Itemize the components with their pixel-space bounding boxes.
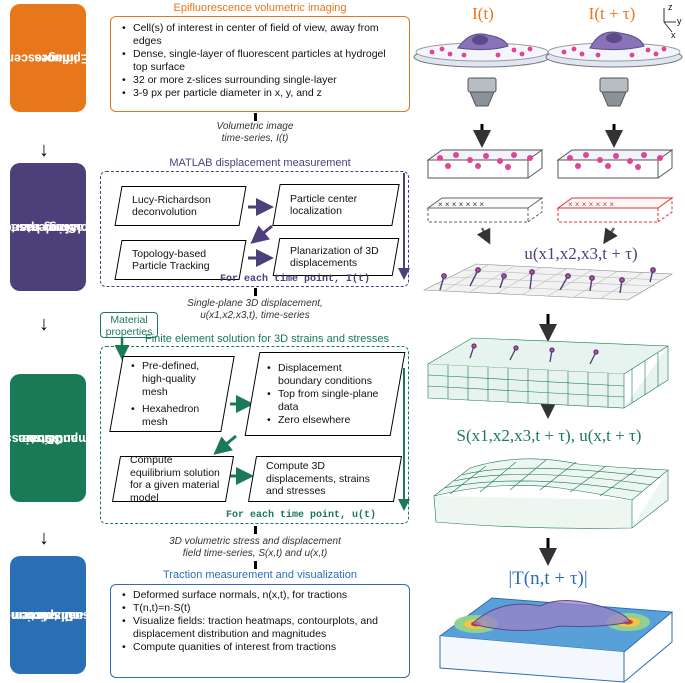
- traction-bullet: Compute quanities of interest from tract…: [121, 641, 403, 654]
- step-tracking: Topology-based Particle Tracking: [114, 240, 247, 280]
- imaging-bullet: 32 or more z-slices surrounding single-l…: [121, 74, 403, 87]
- image-label-t: I(t): [472, 4, 494, 23]
- axis-label-y: y: [677, 16, 682, 26]
- boundary-bullets: Displacement boundary conditions Top fro…: [266, 362, 388, 427]
- step-planarization: Planarization of 3D displacements: [272, 238, 400, 276]
- connector-4: [254, 561, 257, 569]
- step-localization: Particle center localization: [272, 184, 400, 226]
- stage-arrow-3: ↓: [39, 527, 49, 549]
- caption-volumetric-stress: 3D volumetric stress and displacement fi…: [125, 536, 385, 560]
- step-tracking-label: Topology-based Particle Tracking: [132, 247, 210, 273]
- dish-right: [545, 31, 683, 68]
- axes-icon: [663, 8, 676, 33]
- fe-box: [100, 346, 409, 524]
- matlab-title: MATLAB displacement measurement: [169, 157, 351, 169]
- stage-visualization: Displacementand tractionvisualization: [10, 556, 86, 674]
- traction-bullet: Deformed surface normals, n(x,t), for tr…: [121, 589, 403, 602]
- caption-line: Single-plane 3D displacement,: [187, 298, 323, 309]
- connector-3: [254, 526, 257, 534]
- objective-right: [599, 77, 629, 107]
- caption-line: time-series, I(t): [221, 133, 289, 144]
- imaging-bullet: Dense, single-layer of fluorescent parti…: [121, 48, 403, 74]
- imaging-bullet: Cell(s) of interest in center of field o…: [121, 22, 403, 48]
- t-formula: |T(n,t + τ)|: [508, 568, 588, 589]
- mesh-bullet: Hexahedron mesh: [130, 403, 218, 429]
- imaging-box: Cell(s) of interest in center of field o…: [110, 16, 410, 112]
- imaging-bullets: Cell(s) of interest in center of field o…: [121, 22, 403, 100]
- imaging-bullet: 3-9 px per particle diameter in x, y, an…: [121, 87, 403, 100]
- displacement-vectors: [439, 267, 656, 294]
- objective-left: [467, 77, 497, 107]
- mesh-bullet: Pre-defined, high-quality mesh: [130, 360, 218, 399]
- localized-right: [556, 197, 674, 223]
- step-mesh-content: Pre-defined, high-quality mesh Hexahedro…: [116, 360, 228, 429]
- boundary-bullet: Top from single-plane data: [266, 388, 388, 414]
- localized-marks: × × × × × × × × × × × × × ×: [438, 200, 614, 209]
- step-compute: Compute 3D displacements, strains and st…: [247, 456, 403, 502]
- traction-formula-line: T(n,t)=n·S(t): [121, 602, 403, 615]
- axis-label-x: x: [671, 30, 676, 40]
- step-deconvolution: Lucy-Richardson deconvolution: [114, 186, 247, 226]
- caption-line: Volumetric image: [216, 121, 294, 132]
- traction-box: Deformed surface normals, n(x,t), for tr…: [110, 584, 410, 678]
- displacement-grid: [422, 263, 674, 301]
- step-equilibrium-label: Compute equilibrium solution for a given…: [130, 454, 220, 504]
- mesh-block: [426, 337, 669, 409]
- mesh-bullets: Pre-defined, high-quality mesh Hexahedro…: [130, 360, 218, 429]
- axis-label-z: z: [668, 2, 673, 12]
- traction-bullet: Visualize fields: traction heatmaps, con…: [121, 615, 403, 641]
- matlab-box: [100, 171, 409, 287]
- stage-arrow-1: ↓: [39, 139, 49, 161]
- connector-2: [254, 288, 257, 296]
- step-localization-label: Particle center localization: [290, 192, 358, 218]
- matlab-loop-label: For each time point, I(t): [220, 274, 371, 285]
- svg-text:× × × × × × ×: × × × × × × ×: [568, 200, 614, 209]
- particles-dishes: [429, 46, 667, 58]
- step-planarization-label: Planarization of 3D displacements: [290, 244, 379, 270]
- fe-title: Finite element solution for 3D strains a…: [145, 333, 389, 345]
- traction-bullets: Deformed surface normals, n(x,t), for tr…: [121, 589, 403, 654]
- step-boundary-content: Displacement boundary conditions Top fro…: [252, 362, 398, 427]
- boundary-bullet: Displacement boundary conditions: [266, 362, 388, 388]
- s-formula: S(x1,x2,x3,t + τ), u(x,t + τ): [456, 426, 642, 445]
- step-boundary: Displacement boundary conditions Top fro…: [244, 352, 406, 436]
- traction-title: Traction measurement and visualization: [162, 569, 358, 581]
- u-formula: u(x1,x2,x3,t + τ): [524, 244, 638, 263]
- image-label-t-tau: I(t + τ): [588, 4, 636, 23]
- stage-arrow-2: ↓: [39, 313, 49, 335]
- connector-1: [254, 113, 257, 121]
- stage-tracking: Single-particletracking baseddisplacemen…: [10, 163, 86, 291]
- material-box: Material properties: [100, 312, 158, 338]
- caption-volumetric: Volumetric image time-series, I(t): [170, 121, 340, 145]
- stage-epifluorescence: EpifluorescenceImages: [10, 4, 86, 112]
- step-compute-label: Compute 3D displacements, strains and st…: [266, 460, 370, 498]
- fe-loop-label: For each time point, u(t): [226, 510, 377, 521]
- step-mesh: Pre-defined, high-quality mesh Hexahedro…: [109, 356, 235, 432]
- traction-formula: T(n,t)=n·S(t): [133, 602, 191, 614]
- mesh-vectors: [469, 343, 599, 365]
- caption-line: 3D volumetric stress and displacement: [169, 536, 341, 547]
- caption-displacement: Single-plane 3D displacement, u(x1,x2,x3…: [150, 298, 360, 322]
- dish-left: [413, 33, 551, 68]
- localized-left: [426, 197, 544, 223]
- caption-line: u(x1,x2,x3,t), time-series: [200, 310, 310, 321]
- boundary-bullet: Zero elsewhere: [266, 414, 388, 427]
- step-deconvolution-label: Lucy-Richardson deconvolution: [132, 193, 211, 219]
- svg-text:× × × × × × ×: × × × × × × ×: [438, 200, 484, 209]
- deformed-mesh: [433, 458, 669, 529]
- step-equilibrium: Compute equilibrium solution for a given…: [111, 454, 235, 504]
- caption-line: field time-series, S(x,t) and u(x,t): [182, 548, 328, 559]
- traction-heatmap: [438, 597, 674, 683]
- particles-volumes: [437, 152, 663, 170]
- imaging-title: Epifluorescence volumetric imaging: [173, 2, 347, 14]
